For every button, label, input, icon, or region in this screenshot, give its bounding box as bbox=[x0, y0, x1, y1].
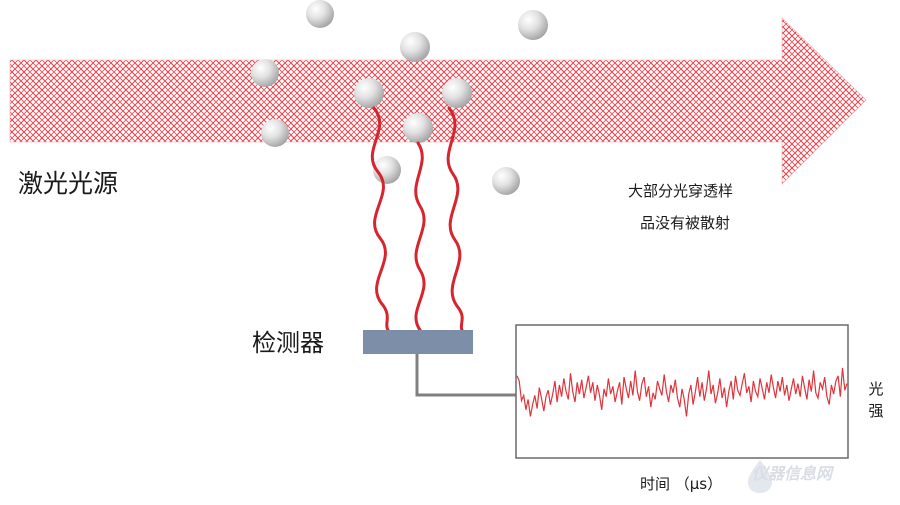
particle bbox=[492, 167, 520, 195]
watermark-text: 仪器信息网 bbox=[752, 464, 833, 483]
signal-trace-line bbox=[516, 367, 848, 417]
signal-plot bbox=[516, 367, 848, 417]
scatter-wave-right bbox=[446, 106, 464, 332]
transmission-note-line1: 大部分光穿透样 bbox=[628, 182, 734, 200]
watermark-logo bbox=[748, 460, 772, 493]
laser-source-label: 激光光源 bbox=[18, 169, 119, 198]
particle bbox=[518, 10, 548, 40]
transmission-note-line2: 品没有被散射 bbox=[640, 214, 731, 232]
scattered-light-waves bbox=[370, 106, 464, 332]
particle bbox=[354, 78, 384, 108]
signal-cable bbox=[415, 354, 516, 397]
scatter-wave-middle bbox=[414, 141, 426, 332]
watermark: 仪器信息网 bbox=[752, 456, 832, 488]
laser-beam-arrow bbox=[9, 17, 867, 185]
sample-particles bbox=[251, 0, 548, 195]
particle bbox=[400, 32, 430, 62]
particle bbox=[306, 0, 334, 28]
particle bbox=[261, 119, 289, 147]
detector-block bbox=[363, 330, 473, 354]
particle bbox=[442, 78, 472, 108]
scatter-wave-left bbox=[370, 106, 390, 332]
intensity-axis-label: 光强 bbox=[868, 380, 884, 420]
time-axis-label: 时间 （μs） bbox=[640, 475, 723, 493]
particle bbox=[251, 59, 279, 87]
particle bbox=[403, 113, 433, 143]
detector-label: 检测器 bbox=[252, 329, 324, 357]
